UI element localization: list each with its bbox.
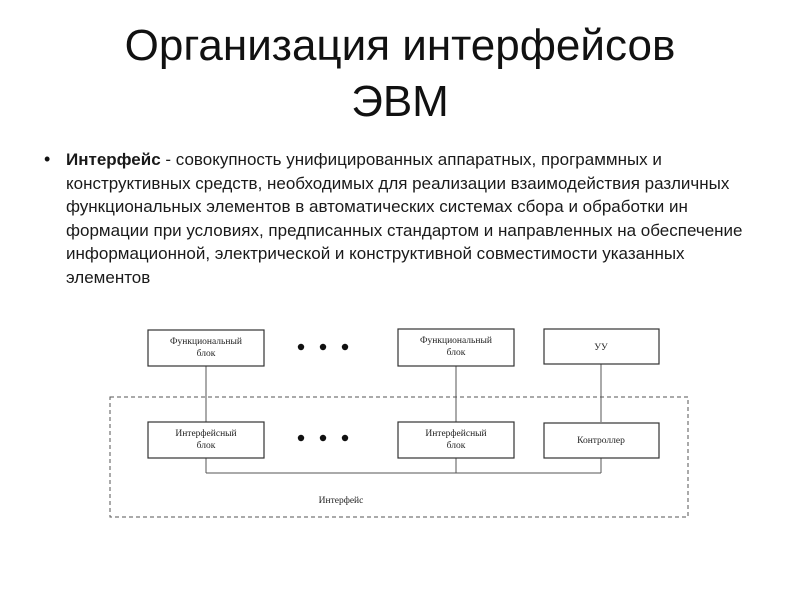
definition-text: Интерфейс - совокупность унифицированных… bbox=[66, 148, 754, 289]
controller-block: Контроллер bbox=[543, 422, 660, 459]
functional-block-1-label-1: Функциональный bbox=[170, 336, 242, 347]
definition-body: - совокупность унифицированных аппаратны… bbox=[66, 150, 743, 287]
slide-title-line-2: ЭВМ bbox=[351, 77, 449, 126]
slide-title-line-1: Организация интерфейсов bbox=[124, 21, 676, 70]
functional-block-1-label-2: блок bbox=[197, 348, 216, 359]
definition-bullet: • Интерфейс - совокупность унифицированн… bbox=[44, 148, 754, 289]
functional-block-2: Функциональный блок bbox=[397, 328, 515, 367]
ellipsis-dot bbox=[319, 434, 327, 442]
ellipsis-bottom bbox=[297, 434, 349, 442]
interface-block-1: Интерфейсный блок bbox=[147, 421, 265, 459]
ellipsis-dot bbox=[341, 434, 349, 442]
interface-block-2: Интерфейсный блок bbox=[397, 421, 515, 459]
controller-label: Контроллер bbox=[577, 436, 625, 446]
interface-boundary bbox=[109, 396, 689, 518]
ellipsis-dot bbox=[341, 343, 349, 351]
control-unit-label: УУ bbox=[594, 343, 608, 353]
functional-block-2-label-1: Функциональный bbox=[420, 335, 492, 346]
interface-block-2-label-2: блок bbox=[447, 440, 466, 451]
control-unit-block: УУ bbox=[543, 328, 660, 365]
slide-title: Организация интерфейсов ЭВМ bbox=[0, 18, 800, 130]
interface-block-2-label-1: Интерфейсный bbox=[425, 428, 486, 439]
interface-block-1-label-2: блок bbox=[197, 440, 216, 451]
bullet-marker: • bbox=[44, 149, 51, 169]
ellipsis-dot bbox=[297, 343, 305, 351]
functional-block-2-label-2: блок bbox=[447, 347, 466, 358]
interface-block-1-label-1: Интерфейсный bbox=[175, 428, 236, 439]
ellipsis-top bbox=[297, 343, 349, 351]
ellipsis-dot bbox=[297, 434, 305, 442]
interface-caption: Интерфейс bbox=[319, 495, 364, 506]
functional-block-1: Функциональный блок bbox=[147, 329, 265, 367]
definition-term: Интерфейс bbox=[66, 150, 161, 169]
ellipsis-dot bbox=[319, 343, 327, 351]
